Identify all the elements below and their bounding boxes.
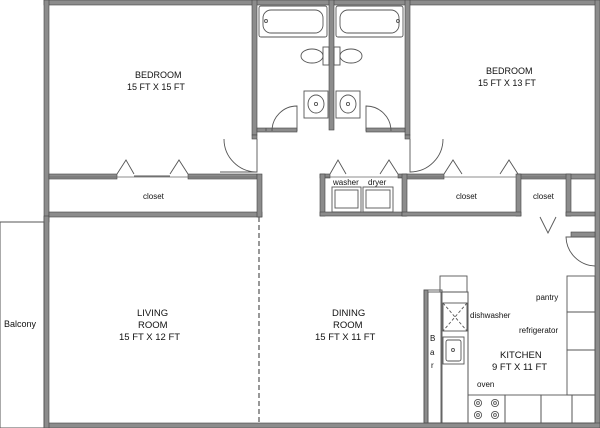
living-size: 15 FT X 12 FT — [119, 332, 180, 343]
wall-bath-left — [251, 0, 258, 136]
wall-left-lower — [43, 215, 50, 428]
stove — [467, 394, 506, 424]
wall-hall-left — [251, 134, 258, 140]
wall-closet-left-right — [256, 173, 263, 218]
kitchen-size: 9 FT X 11 FT — [492, 362, 547, 373]
counter-top — [439, 275, 468, 293]
wall-closet-right-right — [565, 173, 572, 217]
bedroom-left-door — [223, 138, 258, 173]
toilet-tank-left — [322, 46, 330, 66]
wall-bath-bottom-right — [365, 127, 406, 133]
bathroom-left — [258, 5, 330, 132]
washer-label: washer — [332, 178, 359, 187]
sink-right — [335, 90, 361, 119]
wall-closet-right-bottom — [565, 211, 596, 217]
bedroom-right-door — [409, 138, 444, 173]
kitchen-name: KITCHEN — [500, 350, 542, 361]
balcony: Balcony — [0, 221, 45, 428]
bedroom-left-name: BEDROOM — [135, 70, 182, 80]
refrigerator — [566, 311, 596, 351]
wall-closet-left-bottom — [48, 211, 263, 218]
bar-label-b: B — [430, 334, 435, 343]
closet-mid-label: closet — [456, 192, 478, 201]
wall-left-upper — [43, 0, 50, 223]
bar-label-r: r — [431, 361, 434, 370]
wall-right — [594, 0, 600, 428]
kitchen-sink — [442, 336, 465, 365]
bedroom-right-name: BEDROOM — [486, 66, 533, 76]
dining-name-line2: ROOM — [333, 320, 363, 331]
pantry-label: pantry — [536, 293, 558, 302]
balcony-floor — [0, 221, 45, 428]
washer — [331, 186, 362, 213]
toilet-left — [300, 48, 324, 64]
bedroom-doors — [220, 138, 444, 173]
bathtub-right — [335, 5, 404, 38]
dryer-label: dryer — [368, 178, 387, 187]
living-name-line1: LIVING — [137, 308, 168, 319]
wall-kitchen-bar — [423, 289, 429, 424]
balcony-label: Balcony — [4, 319, 37, 329]
entry-door — [565, 236, 596, 267]
bathroom-right — [333, 5, 404, 132]
kitchen — [423, 275, 596, 424]
closet-right-label: closet — [533, 192, 555, 201]
wall-bottom — [43, 422, 600, 428]
bath-door-right — [365, 105, 392, 132]
wall-closet-mid-bottom — [401, 211, 522, 217]
dishwasher-label: dishwasher — [470, 311, 511, 320]
dryer — [362, 186, 394, 213]
living-name-line2: ROOM — [138, 320, 168, 331]
bedroom-right-size: 15 FT X 13 FT — [478, 78, 536, 88]
wall-laundry-left — [319, 173, 326, 217]
wall-bedroom-right-bottom-a — [405, 173, 445, 180]
wall-hall-right — [404, 134, 411, 140]
lower-counter — [504, 394, 542, 424]
bar-label-a: a — [430, 348, 435, 357]
wall-top — [43, 0, 600, 6]
dishwasher — [442, 302, 468, 332]
wall-bedroom-left-bottom-a — [48, 173, 118, 180]
refrigerator-label: refrigerator — [519, 326, 558, 335]
laundry — [331, 186, 394, 213]
toilet-tank-right — [333, 46, 341, 66]
oven-label: oven — [477, 380, 494, 389]
pantry — [566, 275, 596, 313]
closet-doors — [116, 159, 557, 235]
wall-bedroom-left-bottom-b — [187, 173, 258, 180]
closet-left-label: closet — [143, 192, 165, 201]
bedroom-left-size: 15 FT X 15 FT — [127, 82, 185, 92]
wall-bath-right — [404, 0, 411, 136]
wall-laundry-bottom — [319, 211, 407, 217]
toilet-right — [339, 48, 363, 64]
wall-entry — [570, 231, 596, 238]
sink-left — [303, 90, 329, 119]
wall-closet-mid-right — [515, 173, 522, 217]
dining-size: 15 FT X 11 FT — [315, 332, 376, 343]
wall-bath-bottom-left — [256, 127, 298, 133]
wall-bath-mid — [328, 0, 335, 131]
bath-door-left — [271, 105, 298, 132]
wall-bedroom-right-bottom-b — [517, 173, 596, 180]
bar-counter — [427, 291, 469, 424]
walls — [43, 0, 600, 428]
dining-name-line1: DINING — [332, 308, 365, 319]
bathtub-left — [258, 5, 328, 38]
wall-closet-mid-left — [401, 173, 408, 217]
